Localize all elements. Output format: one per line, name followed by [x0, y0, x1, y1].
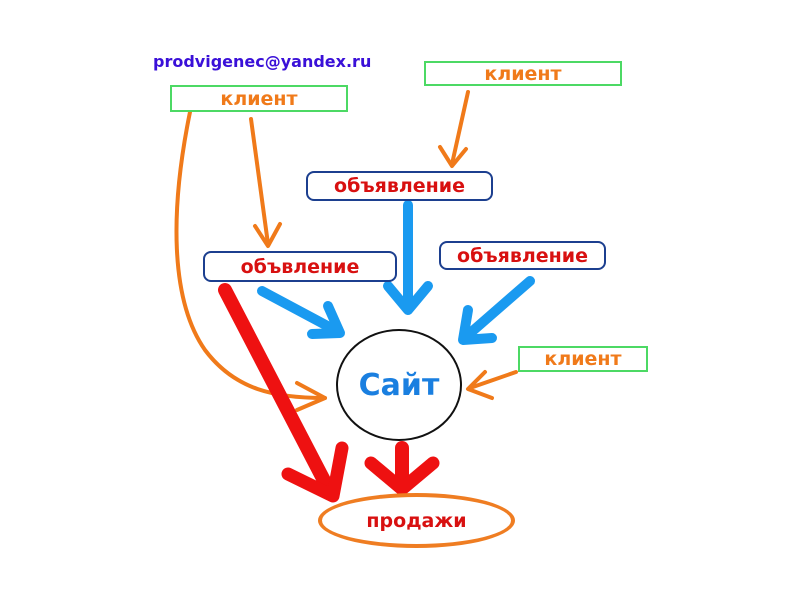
ad-node-top-label: объявление [334, 175, 465, 197]
client-node-right: клиент [518, 346, 648, 372]
arrowhead-client3-to-site [466, 370, 494, 400]
arrowhead-client2-to-ad1 [438, 145, 468, 168]
arrow-client1-to-ad2 [249, 117, 270, 246]
arrowhead-ad1-to-site [383, 281, 433, 315]
site-node-label: Сайт [358, 367, 440, 403]
arrowhead-ad3-to-site [458, 305, 497, 345]
arrow-ad2-to-sales [218, 283, 337, 499]
client-node-top-right: клиент [424, 61, 622, 86]
arrowhead-ad2-to-sales [281, 441, 349, 503]
sales-node-label: продажи [366, 509, 467, 532]
arrowhead-client1-to-ad2 [253, 222, 282, 248]
ad-node-right: объявление [439, 241, 606, 270]
site-node: Сайт [336, 329, 462, 441]
arrowhead-ad2-to-site [307, 301, 345, 339]
arrow-ad2-to-site [257, 286, 340, 335]
ad-node-left: объвление [203, 251, 397, 282]
arrowhead-site-to-sales [364, 456, 440, 496]
client-node-top-right-label: клиент [484, 62, 562, 85]
arrowhead-client1-to-site [295, 381, 327, 412]
ad-node-right-label: объявление [457, 244, 588, 267]
arrow-ad3-to-site [463, 276, 535, 340]
arrow-client2-to-ad1 [450, 90, 470, 166]
ad-node-left-label: объвление [240, 255, 360, 278]
client-node-right-label: клиент [544, 348, 622, 370]
client-node-left-label: клиент [220, 87, 298, 110]
sales-node: продажи [318, 493, 515, 548]
email-label: prodvigenec@yandex.ru [153, 52, 372, 71]
ad-node-top: объявление [306, 171, 493, 201]
arrow-client3-to-site [468, 370, 518, 390]
client-node-left: клиент [170, 85, 348, 112]
